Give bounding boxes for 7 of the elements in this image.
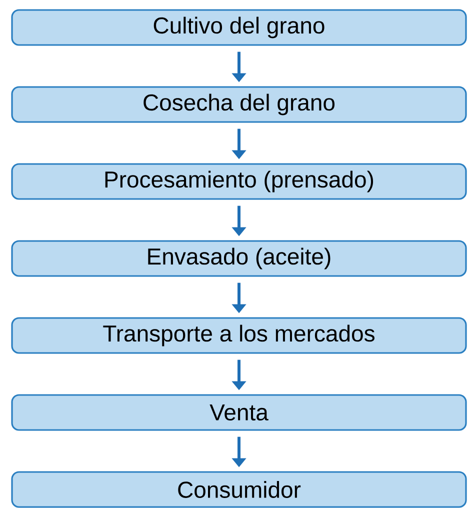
process-box: Envasado (aceite) bbox=[11, 240, 467, 277]
process-box: Cultivo del grano bbox=[11, 9, 467, 46]
process-box: Transporte a los mercados bbox=[11, 317, 467, 354]
process-box: Procesamiento (prensado) bbox=[11, 163, 467, 200]
process-box: Consumidor bbox=[11, 471, 467, 508]
process-box: Venta bbox=[11, 394, 467, 431]
process-box: Cosecha del grano bbox=[11, 86, 467, 123]
